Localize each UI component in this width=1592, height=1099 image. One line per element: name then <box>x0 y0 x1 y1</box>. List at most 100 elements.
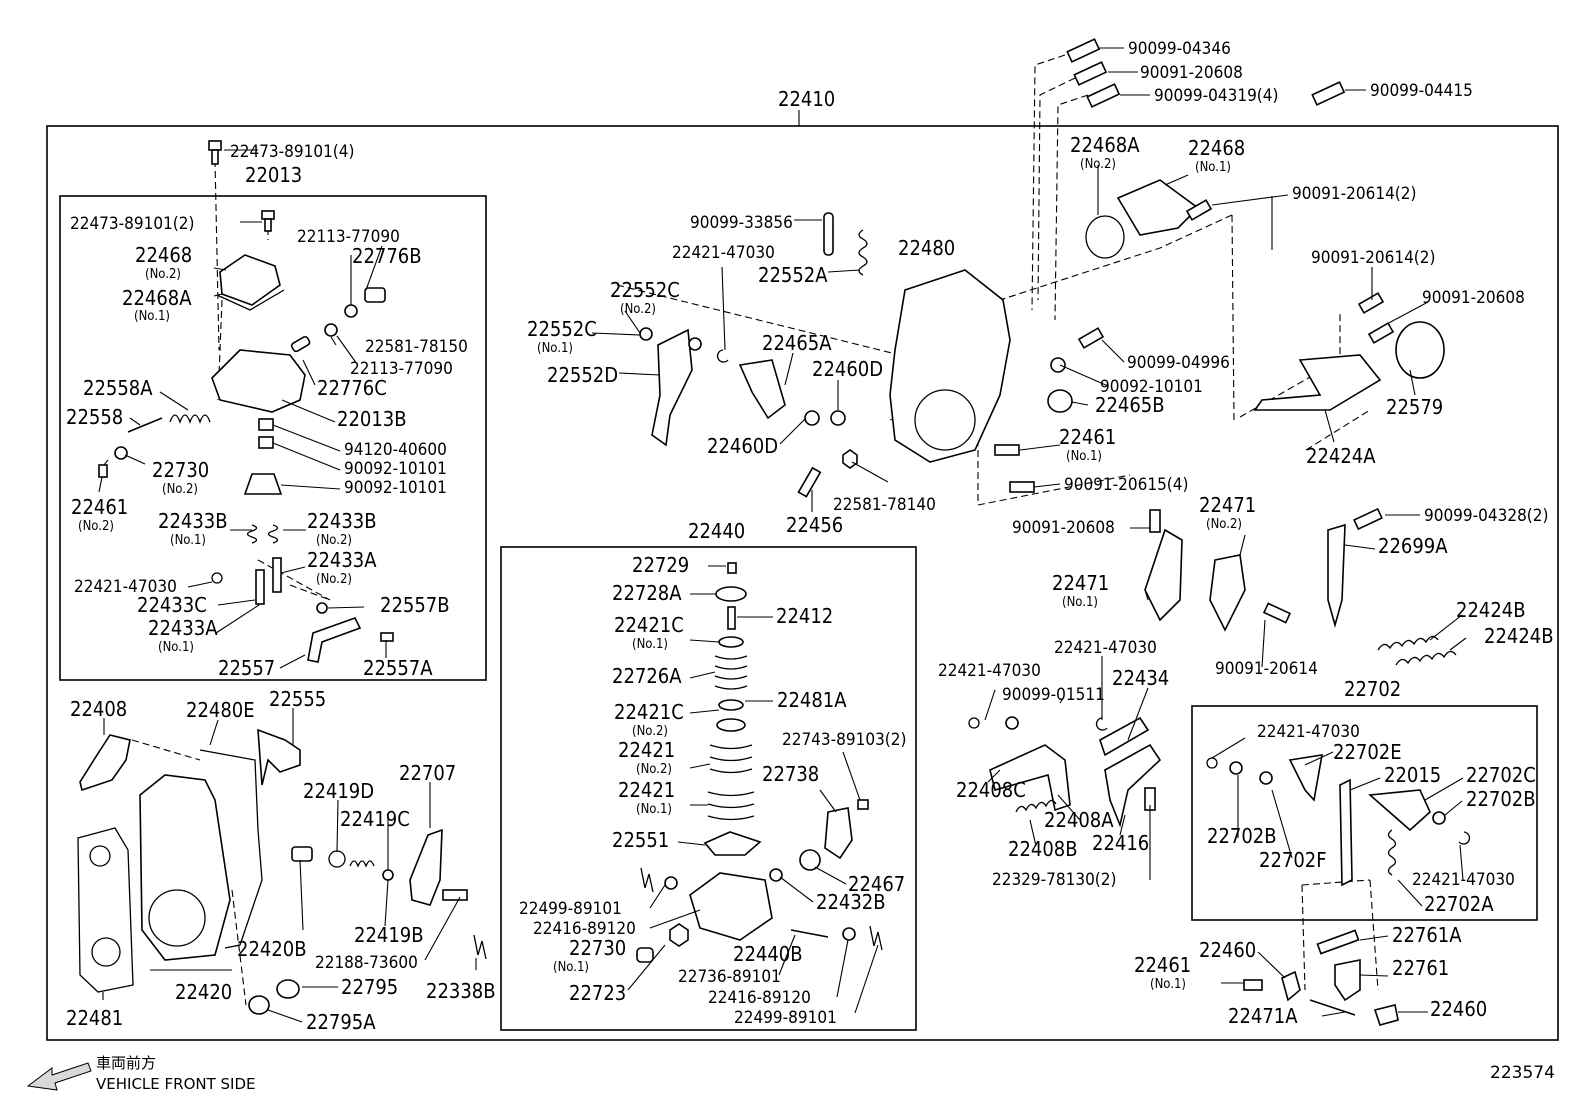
seal-icon <box>248 995 270 1015</box>
spring-icon <box>858 229 868 276</box>
part-label: 22421-47030 <box>74 577 177 597</box>
clip-icon <box>1206 757 1218 769</box>
clip-icon <box>640 867 654 893</box>
part-label-qualifier: (No.2) <box>316 533 352 548</box>
part-label: 94120-40600 <box>344 440 447 460</box>
label-22013: 22013 <box>245 163 302 187</box>
part-label: 22743-89103(2) <box>782 730 906 750</box>
part-label: 22433A <box>307 548 377 572</box>
part-label: 22728A <box>612 581 682 605</box>
spring-icon <box>1395 650 1457 666</box>
bolt-icon <box>1086 83 1121 108</box>
part-label: 90092-10101 <box>344 478 447 498</box>
part-label: 90091-20608 <box>1012 518 1115 538</box>
shim-icon <box>718 636 744 648</box>
bore-icon <box>914 389 976 451</box>
part-label: 90099-04415 <box>1370 81 1473 101</box>
part-label-qualifier: (No.1) <box>632 637 668 652</box>
bracket-icon <box>257 728 301 786</box>
screw-icon <box>442 889 468 901</box>
part-label: 22581-78150 <box>365 337 468 357</box>
part-label-qualifier: (No.1) <box>1066 449 1102 464</box>
figure-number: 223574 <box>1490 1063 1555 1083</box>
spring-icon <box>349 860 375 868</box>
washer-icon <box>382 869 394 881</box>
part-label: 22460D <box>707 434 778 458</box>
part-label-qualifier: (No.2) <box>636 762 672 777</box>
washer-icon <box>316 602 328 614</box>
part-label: 22424A <box>1306 444 1376 468</box>
part-label: 22013B <box>337 407 407 431</box>
washer-icon <box>664 876 678 890</box>
part-label: 22723 <box>569 981 626 1005</box>
fitting-icon <box>290 335 311 353</box>
part-label: 22730 <box>569 936 626 960</box>
part-label: 90099-33856 <box>690 213 793 233</box>
spring-icon <box>1377 635 1439 651</box>
part-label: 22421-47030 <box>1257 722 1360 742</box>
gasket-icon <box>216 289 285 311</box>
shim-icon <box>718 699 744 711</box>
part-label: 90091-20614 <box>1215 659 1318 679</box>
clip-icon <box>716 349 729 363</box>
spring-icon <box>169 414 211 424</box>
bracket-icon <box>651 328 693 447</box>
o-ring-icon <box>328 850 346 868</box>
part-label: 22558 <box>66 405 123 429</box>
part-label: 22432B <box>816 890 886 914</box>
pin-icon <box>380 632 394 642</box>
subassembly-22013-frame <box>59 195 487 681</box>
part-label: 22440B <box>733 942 803 966</box>
diaphragm-icon <box>1395 321 1445 379</box>
lever-icon <box>1281 970 1301 1002</box>
part-label: 22329-78130(2) <box>992 870 1116 890</box>
part-label: 22461 <box>71 495 128 519</box>
screw-icon <box>727 606 736 630</box>
part-label-qualifier: (No.1) <box>537 341 573 356</box>
part-label: 22421-47030 <box>938 661 1041 681</box>
lever-icon <box>1373 1004 1399 1026</box>
part-label: 22460D <box>812 357 883 381</box>
part-label: 22499-89101 <box>734 1008 837 1028</box>
subassembly-22440-frame <box>500 546 917 1031</box>
part-label-qualifier: (No.1) <box>1150 977 1186 992</box>
part-label: 22465A <box>762 331 832 355</box>
clip-icon <box>1458 831 1471 845</box>
part-label: 22471 <box>1052 571 1109 595</box>
bolt-icon <box>1066 38 1101 63</box>
part-label: 90099-04319(4) <box>1154 86 1278 106</box>
part-label: 22460 <box>1199 938 1256 962</box>
washer-icon <box>1259 771 1273 785</box>
part-label-qualifier: (No.1) <box>636 802 672 817</box>
washer-icon <box>804 410 820 426</box>
part-label: 22408B <box>1008 837 1078 861</box>
part-label-qualifier: (No.1) <box>1195 160 1231 175</box>
part-label: 22581-78140 <box>833 495 936 515</box>
piston-icon <box>799 849 821 871</box>
seal-icon <box>1047 389 1073 413</box>
part-label: 22552C <box>527 317 597 341</box>
part-label: 22471A <box>1228 1004 1298 1028</box>
bolt-icon <box>1009 481 1035 493</box>
lever-icon <box>1104 743 1162 828</box>
nut-icon <box>258 418 274 431</box>
part-label: 22481A <box>777 688 847 712</box>
part-label: 22188-73600 <box>315 953 418 973</box>
pin-icon <box>790 929 829 938</box>
cover-plate-icon <box>1116 179 1200 236</box>
bore-icon <box>148 889 206 947</box>
part-label: 22702A <box>1424 892 1494 916</box>
plug-icon <box>291 846 313 862</box>
bolt-icon <box>1185 199 1213 221</box>
part-label: 22557B <box>380 593 450 617</box>
gasket-icon <box>77 827 134 993</box>
part-label: 22433C <box>137 593 207 617</box>
lever-icon <box>1288 754 1323 802</box>
part-label-qualifier: (No.1) <box>170 533 206 548</box>
spring-icon <box>1387 829 1397 876</box>
part-label: 22433A <box>148 616 218 640</box>
part-label: 22421C <box>614 700 684 724</box>
bolt-icon <box>1262 602 1292 624</box>
part-label: 22468 <box>135 243 192 267</box>
part-label: 22456 <box>786 513 843 537</box>
